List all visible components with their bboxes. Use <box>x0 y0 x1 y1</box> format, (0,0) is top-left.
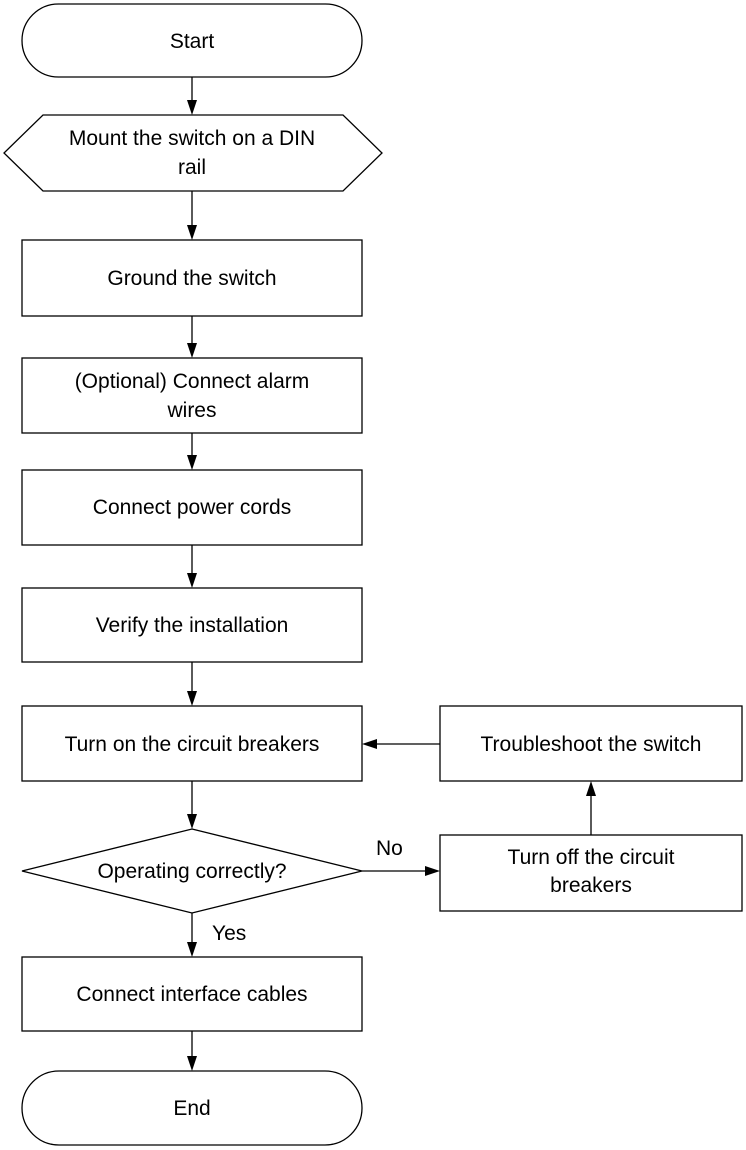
no-branch-label: No <box>376 837 403 860</box>
turn-on-step: Turn on the circuit breakers <box>21 705 363 782</box>
arrow-turn-off-to-troubleshoot <box>586 781 596 835</box>
power-step: Connect power cords <box>21 469 363 546</box>
verify-label: Verify the installation <box>96 614 289 637</box>
troubleshoot-step: Troubleshoot the switch <box>439 705 743 782</box>
mount-label-line1: Mount the switch on a DIN <box>69 127 315 150</box>
start-label: Start <box>170 30 215 53</box>
turn-on-label: Turn on the circuit breakers <box>65 733 320 756</box>
turn-off-label-line2: breakers <box>550 874 632 897</box>
mount-step: Mount the switch on a DIN rail <box>3 114 383 192</box>
arrow-decision-no-to-turn-off <box>362 866 440 876</box>
ground-step: Ground the switch <box>21 239 363 317</box>
arrow-mount-to-ground <box>187 191 197 240</box>
troubleshoot-label: Troubleshoot the switch <box>480 733 701 756</box>
end-label: End <box>173 1097 210 1120</box>
alarm-label-line2: wires <box>166 399 216 422</box>
decision-node: Operating correctly? <box>21 828 363 914</box>
arrow-connect-cables-to-end <box>187 1031 197 1071</box>
turn-off-step: Turn off the circuit breakers <box>439 834 743 912</box>
arrow-decision-to-connect-cables <box>187 913 197 957</box>
arrow-start-to-mount <box>187 77 197 115</box>
start-node: Start <box>21 3 363 78</box>
connect-cables-label: Connect interface cables <box>76 983 307 1006</box>
arrow-troubleshoot-to-turn-on <box>362 739 440 749</box>
arrow-verify-to-turn-on <box>187 662 197 706</box>
power-label: Connect power cords <box>93 496 291 519</box>
decision-label: Operating correctly? <box>97 860 286 883</box>
yes-branch-label: Yes <box>212 922 246 945</box>
ground-label: Ground the switch <box>107 267 276 290</box>
mount-label-line2: rail <box>178 156 206 179</box>
arrow-power-to-verify <box>187 545 197 588</box>
end-node: End <box>21 1070 363 1146</box>
alarm-step: (Optional) Connect alarm wires <box>21 357 363 434</box>
connect-cables-step: Connect interface cables <box>21 956 363 1032</box>
arrow-turn-on-to-decision <box>187 781 197 829</box>
turn-off-label-line1: Turn off the circuit <box>508 846 675 869</box>
arrow-alarm-to-power <box>187 433 197 470</box>
verify-step: Verify the installation <box>21 587 363 663</box>
alarm-label-line1: (Optional) Connect alarm <box>75 370 310 393</box>
arrow-ground-to-alarm <box>187 316 197 358</box>
